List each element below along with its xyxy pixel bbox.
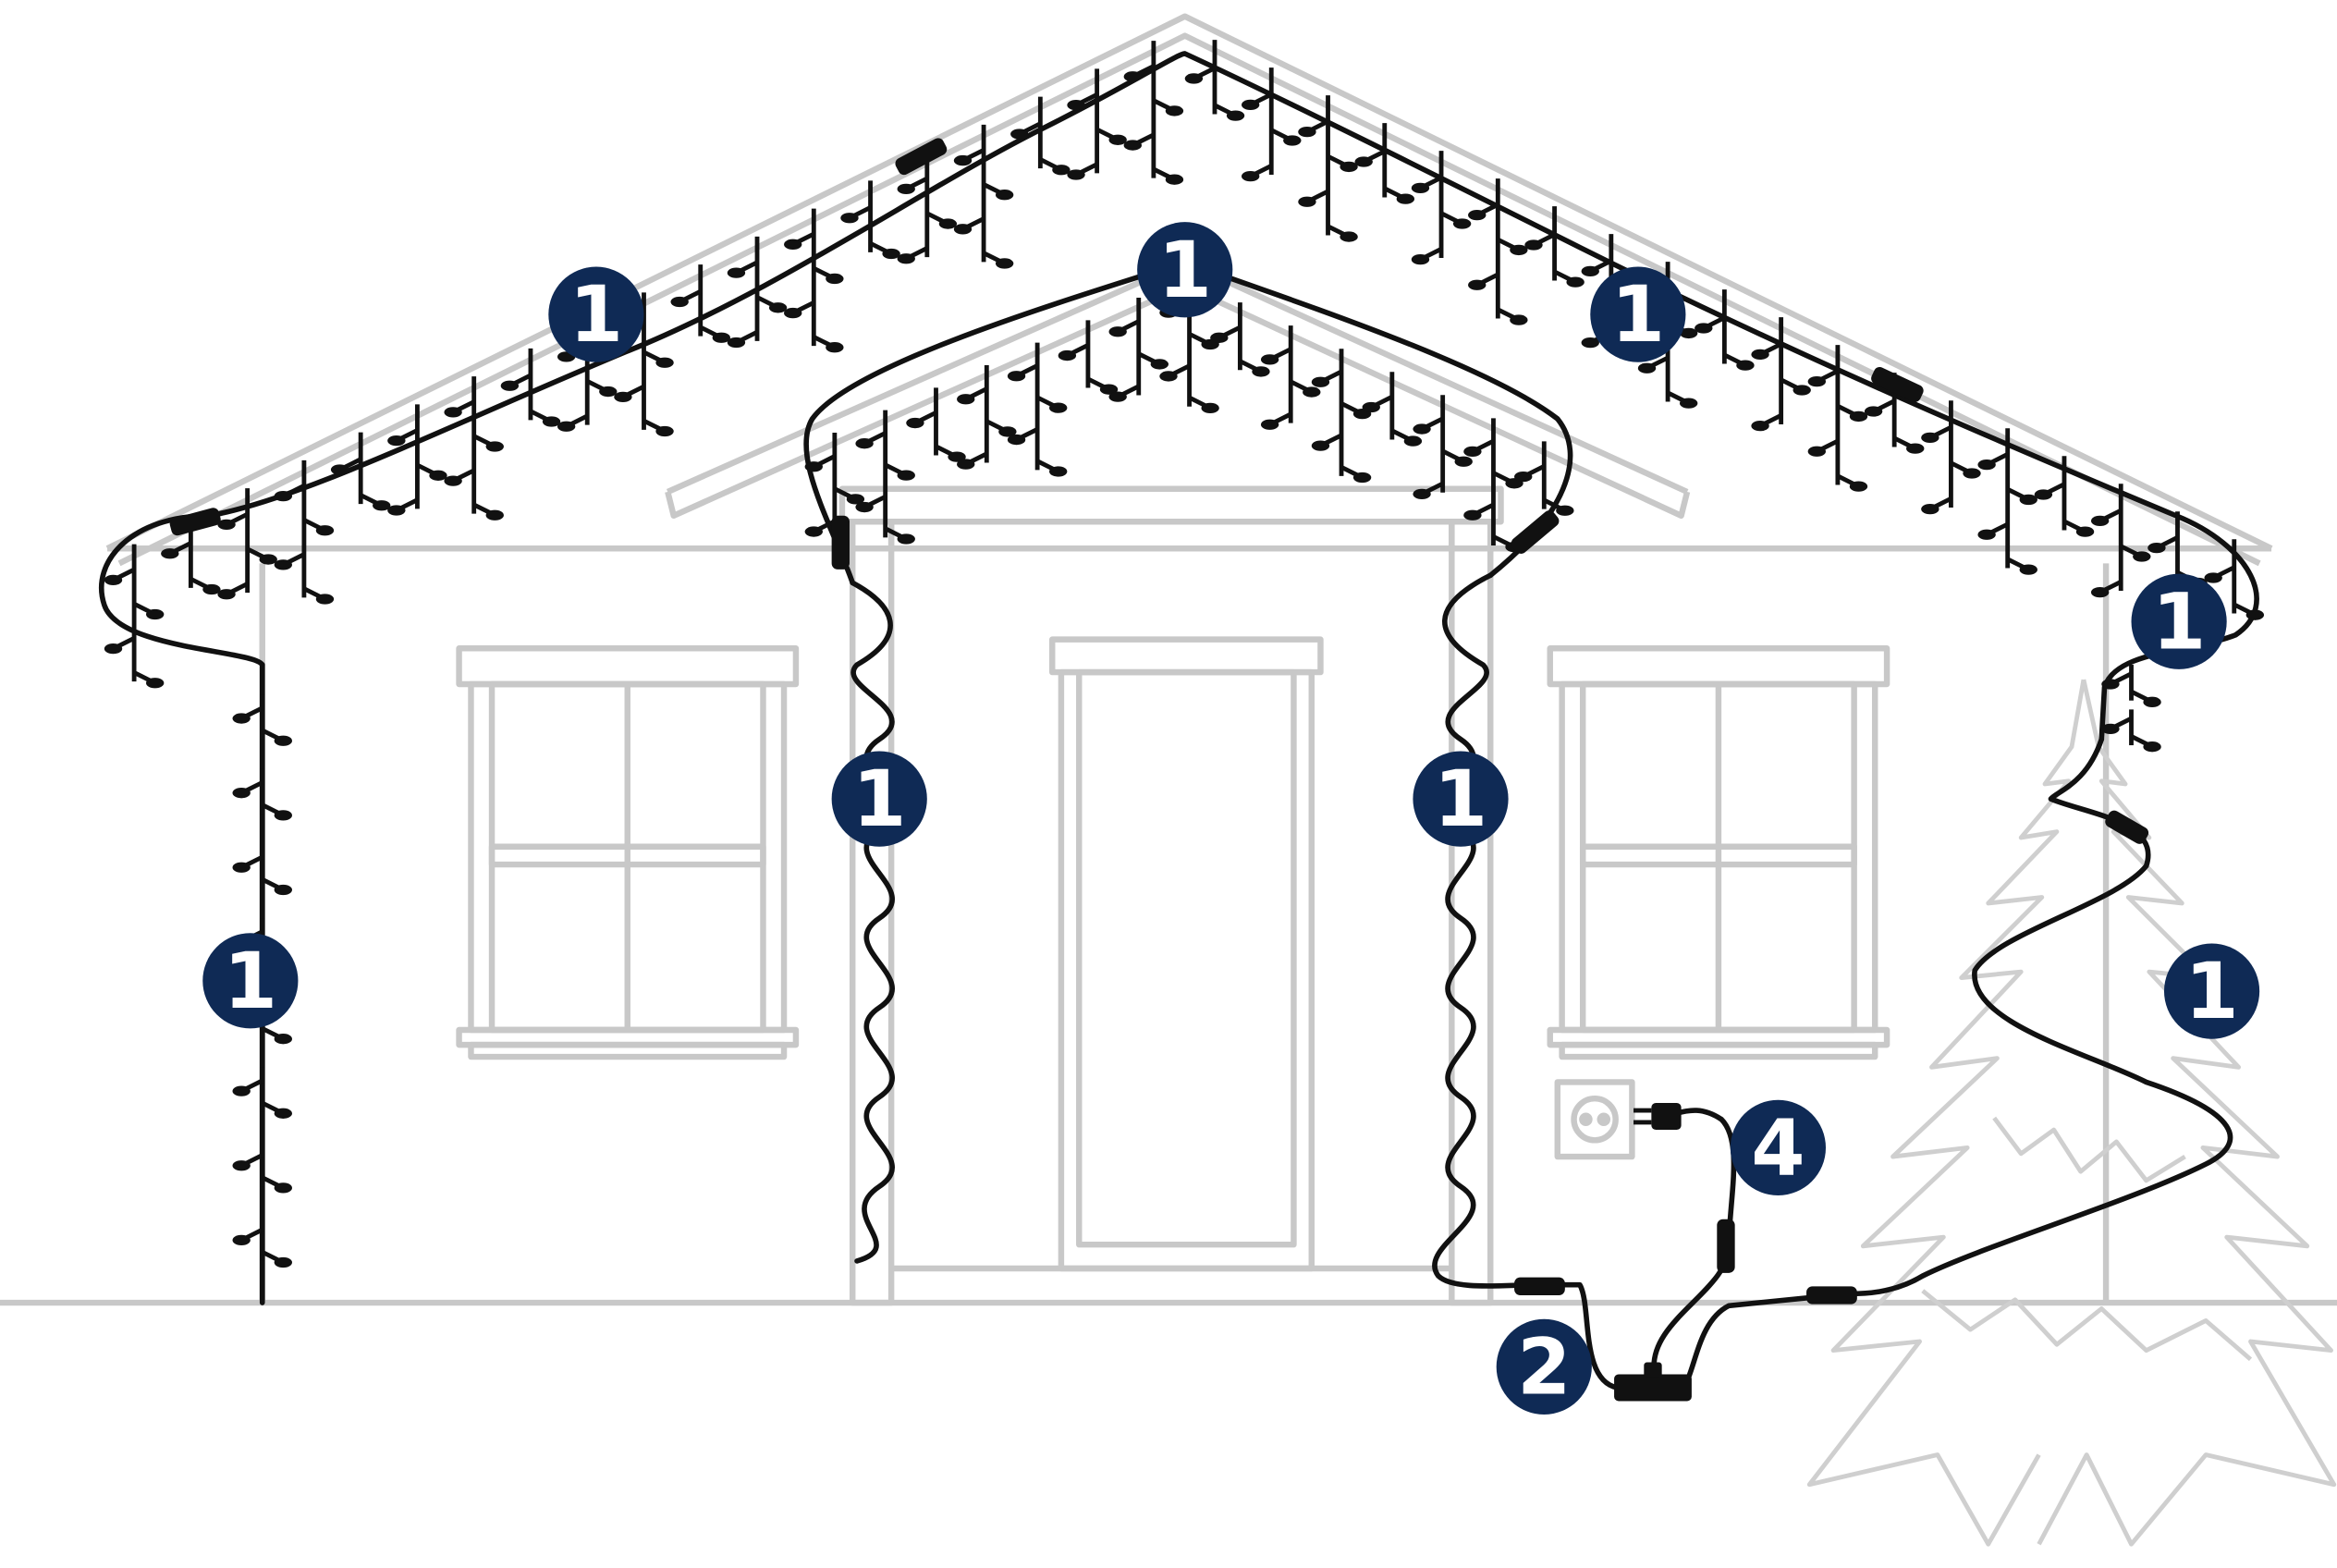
icicle-drop bbox=[1298, 95, 1358, 242]
icicle-drop bbox=[1411, 151, 1472, 265]
badge-roof-left: 1 bbox=[548, 266, 644, 362]
icicle-drop bbox=[784, 208, 844, 353]
icicle-drop bbox=[1260, 325, 1321, 430]
icicle-drop bbox=[161, 516, 221, 595]
icicle-drop bbox=[104, 544, 165, 689]
icicle-drop bbox=[1977, 428, 2037, 575]
icicle-drop bbox=[2101, 709, 2161, 753]
icicle-drop bbox=[274, 459, 335, 605]
icicle-drop bbox=[957, 365, 1017, 470]
badge-splitter: 2 bbox=[1496, 1318, 1592, 1415]
icicle-drop bbox=[232, 843, 292, 896]
inline-connectors bbox=[169, 138, 2149, 1305]
icicle-drop bbox=[232, 1141, 292, 1194]
icicle-drop bbox=[232, 694, 292, 746]
christmas-tree-outline bbox=[1806, 679, 2337, 1547]
icicle-drop bbox=[330, 432, 391, 511]
icicle-drop bbox=[217, 488, 277, 600]
icicle-drop bbox=[1751, 317, 1811, 432]
badge-power-adapter: 4 bbox=[1730, 1099, 1826, 1195]
icicle-drop bbox=[2101, 665, 2161, 707]
icicle-drop bbox=[1058, 320, 1119, 395]
icicle-drop bbox=[953, 124, 1014, 269]
badge-label: 1 bbox=[2184, 946, 2238, 1036]
icicle-drop bbox=[1413, 395, 1473, 500]
badge-label: 4 bbox=[1751, 1102, 1805, 1193]
icicle-drop bbox=[1067, 68, 1127, 180]
icicle-drop bbox=[727, 236, 788, 349]
power-plug-icon bbox=[1633, 1103, 1735, 1273]
icicle-drop bbox=[840, 180, 900, 260]
icicle-drop bbox=[1514, 441, 1574, 516]
icicle-drop bbox=[1210, 302, 1270, 377]
icicle-drop bbox=[1921, 400, 1981, 515]
icicle-drop bbox=[1184, 40, 1245, 121]
badge-right-eave: 1 bbox=[2131, 573, 2227, 669]
icicle-drop bbox=[855, 410, 915, 545]
icicle-drop bbox=[1108, 298, 1168, 402]
badge-label: 1 bbox=[2152, 576, 2206, 667]
icicle-drop bbox=[2034, 456, 2095, 537]
icicle-drop bbox=[444, 376, 504, 521]
badge-label: 1 bbox=[1158, 225, 1212, 315]
icicle-drop bbox=[670, 264, 730, 343]
badge-roof-right: 1 bbox=[1590, 266, 1686, 362]
icicle-drop bbox=[906, 387, 966, 462]
badge-label: 1 bbox=[1611, 269, 1665, 360]
icicle-drop bbox=[897, 153, 958, 264]
badge-gable-top: 1 bbox=[1137, 222, 1233, 318]
icicle-drop bbox=[1468, 178, 1528, 325]
icicle-drop bbox=[1311, 349, 1372, 484]
icicle-drop bbox=[1362, 372, 1423, 447]
badge-label: 2 bbox=[1517, 1321, 1571, 1412]
badge-label: 1 bbox=[569, 269, 623, 360]
icicle-drop bbox=[2090, 484, 2151, 598]
house-outline bbox=[0, 13, 2337, 1306]
icicle-drop bbox=[1010, 96, 1071, 176]
icicle-drop bbox=[1524, 206, 1585, 288]
icicle-drop bbox=[1007, 342, 1068, 477]
icicle-drop bbox=[500, 348, 561, 427]
badge-porch-right-post: 1 bbox=[1413, 751, 1509, 847]
icicle-drop bbox=[614, 292, 674, 437]
badge-label: 1 bbox=[852, 753, 906, 844]
icicle-drop bbox=[2204, 539, 2264, 620]
badge-label: 1 bbox=[224, 936, 277, 1026]
badge-tree: 1 bbox=[2163, 943, 2260, 1039]
icicle-drop bbox=[1807, 345, 1868, 492]
icicle-drop bbox=[1242, 67, 1302, 182]
power-outlet-icon bbox=[1554, 1079, 1635, 1160]
badge-porch-left-post: 1 bbox=[831, 751, 927, 847]
icicle-drop bbox=[1123, 41, 1184, 185]
icicle-drop bbox=[232, 768, 292, 821]
icicle-drop bbox=[387, 404, 447, 516]
splitter-icon bbox=[1614, 1362, 1692, 1402]
icicle-drop bbox=[1354, 123, 1415, 204]
icicle-drop bbox=[232, 1067, 292, 1119]
icicle-drops bbox=[104, 40, 2264, 1268]
badge-left-column: 1 bbox=[202, 933, 299, 1029]
badge-label: 1 bbox=[1434, 753, 1487, 844]
icicle-drop bbox=[1695, 289, 1755, 371]
icicle-drop bbox=[232, 1216, 292, 1268]
